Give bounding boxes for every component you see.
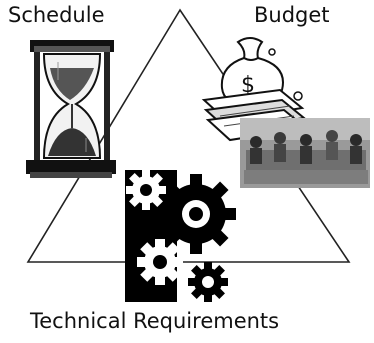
schedule-label: Schedule: [8, 3, 105, 27]
meeting-photo: [240, 118, 370, 188]
budget-label: Budget: [254, 3, 330, 27]
gears-icon: [125, 170, 236, 302]
svg-text:$: $: [241, 73, 255, 98]
technical-requirements-label: Technical Requirements: [30, 309, 280, 333]
hourglass-icon: [26, 40, 116, 178]
